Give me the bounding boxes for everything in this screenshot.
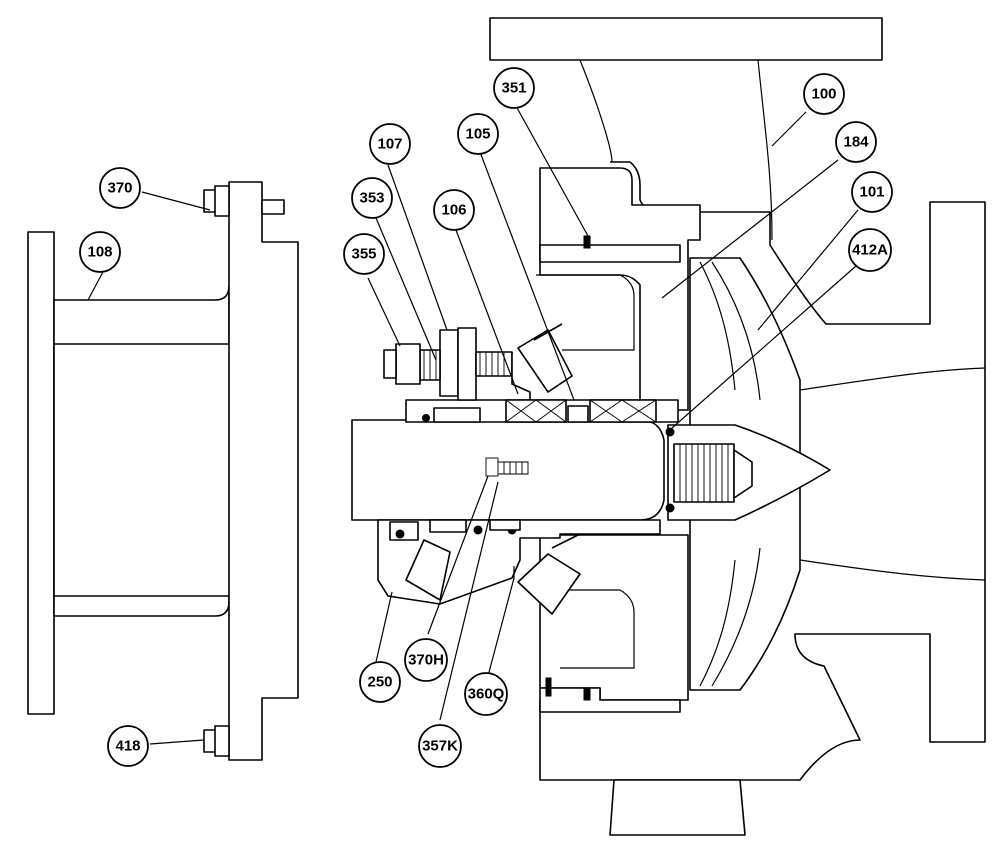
- callout-label: 107: [377, 136, 402, 153]
- callout-355: 355: [343, 233, 385, 275]
- leader-360Q: [487, 566, 515, 677]
- callout-100: 100: [803, 73, 845, 115]
- callout-353: 353: [351, 177, 393, 219]
- callout-label: 370: [107, 180, 132, 197]
- lower-seal-250-drawing: [377, 519, 661, 615]
- impeller-101-drawing: [665, 257, 831, 691]
- callout-label: 100: [811, 86, 836, 103]
- callout-label: 351: [501, 80, 526, 97]
- leader-106: [455, 229, 519, 395]
- leader-108: [87, 269, 105, 301]
- gland-107-drawing: [383, 323, 573, 401]
- callout-250: 250: [359, 661, 401, 703]
- callout-107: 107: [369, 123, 411, 165]
- leader-105: [479, 151, 575, 401]
- callout-label: 360Q: [468, 686, 505, 703]
- callout-105: 105: [457, 113, 499, 155]
- callout-label: 184: [843, 134, 869, 151]
- callout-101: 101: [851, 171, 893, 213]
- leader-353: [375, 217, 437, 361]
- leader-107: [387, 164, 448, 331]
- shaft-drawing: [351, 399, 679, 521]
- leader-418: [149, 739, 205, 745]
- callout-108: 108: [79, 231, 121, 273]
- callout-370H: 370H: [404, 638, 448, 682]
- leader-250: [375, 591, 393, 663]
- leader-351: [515, 105, 589, 237]
- leader-412A: [671, 265, 857, 429]
- leader-101: [757, 209, 859, 331]
- callout-412A: 412A: [848, 228, 892, 272]
- callout-label: 357K: [422, 738, 458, 755]
- leader-370: [141, 191, 211, 211]
- callout-184: 184: [835, 121, 877, 163]
- callout-label: 370H: [408, 652, 444, 669]
- leader-100: [771, 111, 807, 147]
- callout-label: 250: [367, 674, 392, 691]
- callout-label: 418: [115, 738, 140, 755]
- adapter-108-drawing: [27, 181, 299, 761]
- leader-184: [661, 159, 839, 299]
- callout-label: 101: [859, 184, 884, 201]
- callout-370: 370: [99, 167, 141, 209]
- callout-label: 105: [465, 126, 490, 143]
- leader-370H: [427, 475, 489, 635]
- callout-label: 106: [441, 202, 466, 219]
- callout-106: 106: [433, 189, 475, 231]
- leader-355: [367, 277, 401, 347]
- callout-357K: 357K: [418, 724, 462, 768]
- callout-418: 418: [107, 725, 149, 767]
- callout-label: 108: [87, 244, 112, 261]
- callout-label: 355: [351, 246, 376, 263]
- leader-lines: [87, 105, 859, 745]
- callout-360Q: 360Q: [464, 672, 508, 716]
- callout-label: 353: [359, 190, 384, 207]
- leader-357K: [439, 481, 499, 721]
- callout-label: 412A: [852, 242, 888, 259]
- callout-351: 351: [493, 67, 535, 109]
